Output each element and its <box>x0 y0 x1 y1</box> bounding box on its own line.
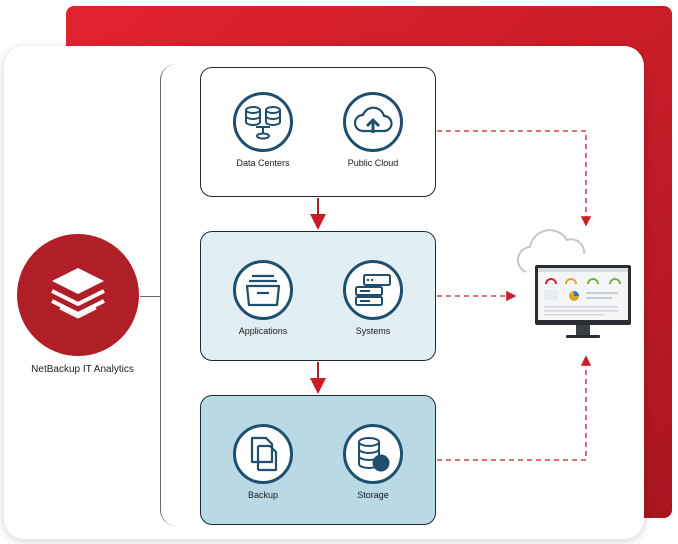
item-public-cloud: Public Cloud <box>325 92 421 168</box>
item-label: Data Centers <box>236 158 290 168</box>
product-label: NetBackup IT Analytics <box>31 364 134 375</box>
folder-stack-icon <box>233 260 293 320</box>
layers-icon <box>51 268 105 319</box>
tier-data-protection: Backup Storage <box>200 395 436 525</box>
item-applications: Applications <box>215 260 311 336</box>
item-label: Storage <box>357 490 389 500</box>
database-disk-icon <box>343 424 403 484</box>
tier-bracket <box>160 64 183 526</box>
copy-documents-icon <box>233 424 293 484</box>
item-label: Backup <box>247 490 279 500</box>
item-label: Public Cloud <box>347 158 399 168</box>
tier-infrastructure: Data Centers Public Cloud <box>200 67 436 197</box>
item-storage: Storage <box>325 424 421 500</box>
item-systems: Systems <box>325 260 421 336</box>
cloud-upload-icon <box>343 92 403 152</box>
server-rack-icon <box>343 260 403 320</box>
monitor-dashboard-icon <box>535 265 631 338</box>
tier-workloads: Applications Systems <box>200 231 436 361</box>
dashed-path-tier1 <box>437 130 592 227</box>
database-servers-icon <box>233 92 293 152</box>
item-label: Applications <box>238 326 288 336</box>
netbackup-logo <box>17 234 139 356</box>
item-data-centers: Data Centers <box>215 92 311 168</box>
item-backup: Backup <box>215 424 311 500</box>
item-label: Systems <box>355 326 391 336</box>
dashed-path-tier3 <box>437 355 592 461</box>
logo-connector <box>140 296 160 297</box>
